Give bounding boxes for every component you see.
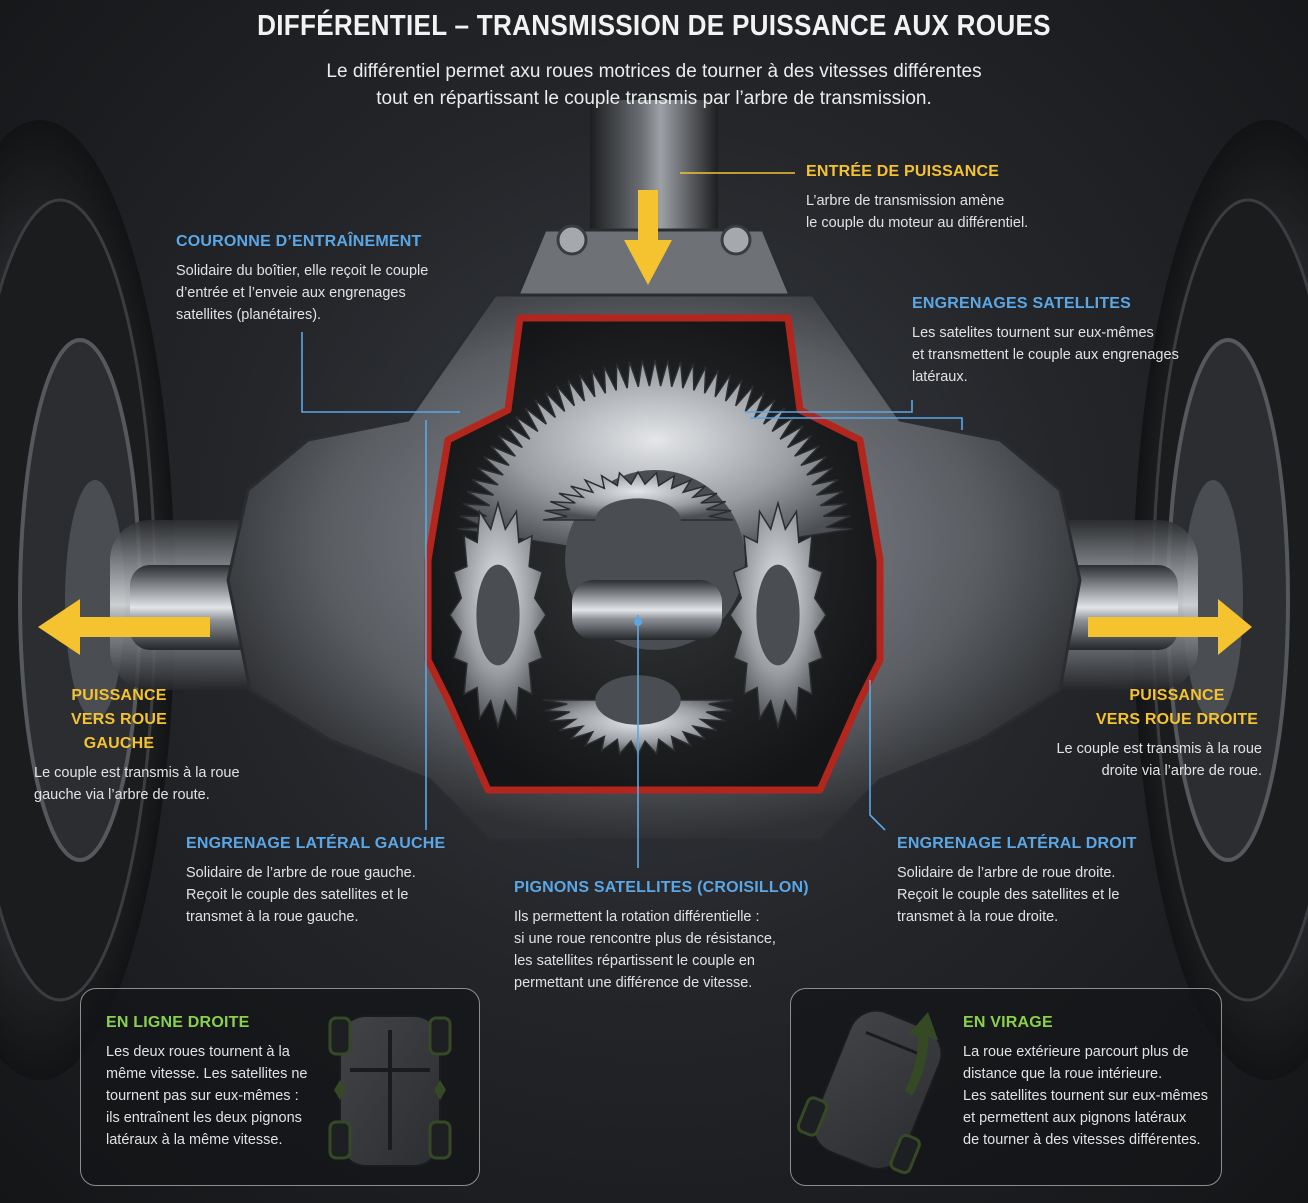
label-planet-gears: ENGRENAGES SATELLITES Les satelites tour…: [912, 292, 1242, 388]
label-power-input: ENTRÉE DE PUISSANCE L’arbre de transmiss…: [806, 160, 1106, 234]
card-text: La roue extérieure parcourt plus de dist…: [963, 1044, 1208, 1148]
page-title: DIFFÉRENTIEL – TRANSMISSION DE PUISSANCE…: [257, 10, 1051, 42]
cross-shaft: [572, 580, 722, 640]
card-heading: EN LIGNE DROITE: [106, 1014, 250, 1031]
label-heading: ENGRENAGE LATÉRAL DROIT: [897, 835, 1137, 852]
spider-callout-dot: [634, 618, 642, 626]
label-text: Ils permettent la rotation différentiell…: [514, 909, 776, 991]
left-side-gear: [449, 500, 547, 730]
label-heading: COURONNE D’ENTRAÎNEMENT: [176, 233, 422, 250]
label-spider-gears: PIGNONS SATELLITES (CROISILLON) Ils perm…: [514, 876, 814, 994]
label-left-output: PUISSANCE VERS ROUE GAUCHE Le couple est…: [34, 684, 274, 806]
card-heading: EN VIRAGE: [963, 1014, 1053, 1031]
label-text: Solidaire du boîtier, elle reçoit le cou…: [176, 263, 429, 323]
card-turning: EN VIRAGE La roue extérieure parcourt pl…: [790, 988, 1222, 1186]
label-left-side-gear: ENGRENAGE LATÉRAL GAUCHE Solidaire de l’…: [186, 832, 486, 928]
card-content: EN VIRAGE La roue extérieure parcourt pl…: [963, 1011, 1213, 1151]
label-heading-line2: VERS ROUE GAUCHE: [70, 711, 168, 752]
right-side-gear: [729, 500, 827, 730]
label-heading: ENGRENAGES SATELLITES: [912, 295, 1132, 312]
card-straight-line: EN LIGNE DROITE Les deux roues tournent …: [80, 988, 480, 1186]
label-heading: PIGNONS SATELLITES (CROISILLON): [514, 879, 809, 896]
right-output-arrow: [1088, 599, 1252, 655]
label-text: Le couple est transmis à la roue droite …: [1056, 741, 1262, 779]
label-text: Les satelites tournent sur eux-mêmes et …: [912, 325, 1179, 385]
label-heading-line2: VERS ROUE DROITE: [1095, 711, 1259, 728]
card-content: EN LIGNE DROITE Les deux roues tournent …: [106, 1011, 336, 1151]
label-ring-gear: COURONNE D’ENTRAÎNEMENT Solidaire du boî…: [176, 230, 496, 326]
spider-gear-top: [542, 470, 734, 542]
label-text: Solidaire de l’arbre de roue droite. Reç…: [897, 865, 1120, 925]
gear-teeth: [542, 470, 734, 521]
label-right-side-gear: ENGRENAGE LATÉRAL DROIT Solidaire de l’a…: [897, 832, 1197, 928]
callout-lines: [301, 172, 963, 868]
gear-hub: [476, 564, 520, 666]
label-heading: ENTRÉE DE PUISSANCE: [806, 163, 1000, 180]
label-heading-line1: PUISSANCE: [1129, 687, 1225, 704]
gear-hub: [756, 564, 800, 666]
label-heading: ENGRENAGE LATÉRAL GAUCHE: [186, 835, 446, 852]
left-output-arrow: [38, 599, 210, 655]
label-text: Le couple est transmis à la roue gauche …: [34, 765, 240, 803]
power-input-arrow: [624, 190, 672, 285]
page-subtitle: Le différentiel permet axu roues motrice…: [326, 61, 982, 109]
label-text: L’arbre de transmission amène le couple …: [806, 193, 1029, 231]
label-text: Solidaire de l’arbre de roue gauche. Reç…: [186, 865, 416, 925]
label-right-output: PUISSANCE VERS ROUE DROITE Le couple est…: [1030, 684, 1262, 782]
card-text: Les deux roues tournent à la même vitess…: [106, 1044, 308, 1148]
label-heading-line1: PUISSANCE: [71, 687, 167, 704]
gear-hub: [595, 498, 681, 542]
